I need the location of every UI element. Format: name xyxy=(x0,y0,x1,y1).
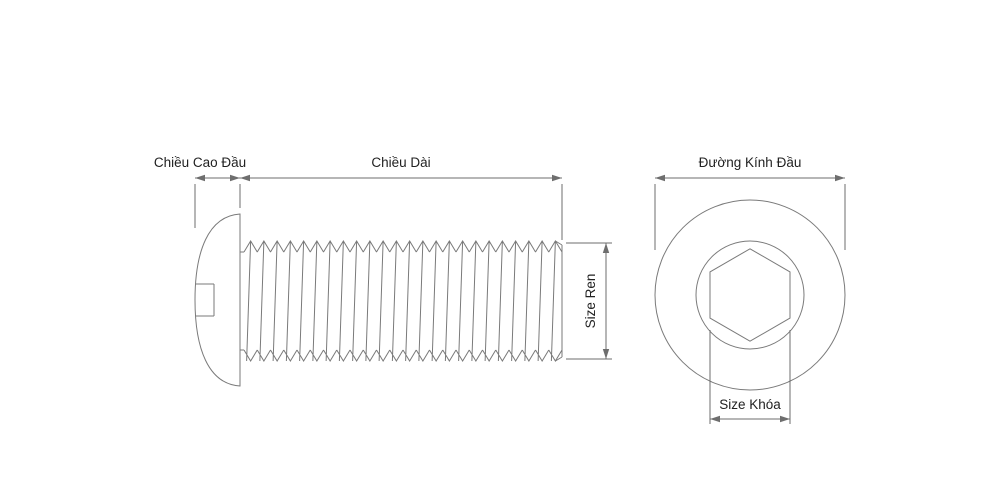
dimension-thread-size: Size Ren xyxy=(566,242,612,360)
screw-head-profile xyxy=(194,213,241,387)
front-view xyxy=(654,199,846,391)
thread-size-label: Size Ren xyxy=(583,274,598,329)
key-size-label: Size Khóa xyxy=(719,397,781,412)
length-label: Chiều Dài xyxy=(371,155,430,170)
side-view xyxy=(194,213,563,387)
dimension-length: Chiều Dài xyxy=(240,155,563,240)
shank-root-lines xyxy=(240,251,244,351)
socket-recess-lines xyxy=(196,283,215,317)
thread-profile xyxy=(243,240,563,362)
head-height-label: Chiều Cao Đầu xyxy=(154,155,246,170)
dimension-key-size: Size Khóa xyxy=(709,330,791,424)
hex-socket xyxy=(709,248,791,342)
screw-end xyxy=(555,240,563,362)
head-outer-circle xyxy=(654,199,846,391)
dimension-head-diameter: Đường Kính Đầu xyxy=(654,155,846,250)
head-diameter-label: Đường Kính Đầu xyxy=(699,155,802,170)
socket-chamfer-circle xyxy=(695,240,805,350)
dimension-head-height: Chiều Cao Đầu xyxy=(154,155,246,228)
